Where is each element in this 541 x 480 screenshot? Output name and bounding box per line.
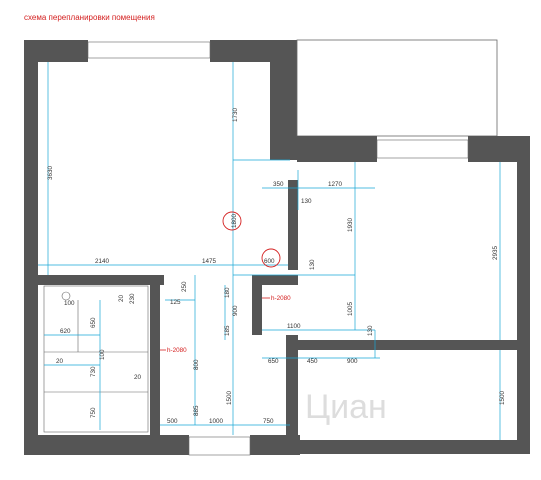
dim-650-bath: 650 (90, 317, 97, 328)
wall-partition-1 (288, 180, 298, 270)
dim-185: 185 (224, 325, 231, 336)
dim-180: 180 (224, 287, 231, 298)
dim-1930: 1930 (347, 217, 354, 232)
highlight-circle-600 (261, 248, 281, 268)
plan-title: схема перепланировки помещения (24, 13, 155, 22)
dim-1005: 1005 (347, 301, 354, 316)
wall-bath-top (24, 275, 164, 285)
dimension-lines (38, 62, 501, 440)
dim-1800: 1800 (231, 213, 238, 228)
wall-top-left (24, 40, 88, 62)
dim-750-bottom: 750 (263, 418, 274, 425)
wall-partition-5 (298, 340, 518, 350)
wall-top-right-a (297, 136, 377, 162)
dimension-labels: 3630 1730 1800 350 1270 130 1930 2935 21… (47, 107, 506, 425)
wall-partition-3 (252, 285, 262, 335)
wall-bottom-right (300, 440, 530, 454)
dim-2935: 2935 (492, 245, 499, 260)
dim-130-top: 130 (301, 198, 312, 205)
wall-right (517, 136, 530, 454)
wall-partition-2 (252, 275, 298, 285)
window-right-room (376, 139, 469, 159)
entrance-door (188, 436, 251, 456)
height-label-bathroom: h-2080 (167, 347, 187, 354)
wall-bath-right (150, 285, 160, 435)
dim-1500-room: 1500 (499, 390, 506, 405)
dim-100-b: 100 (99, 349, 106, 360)
dim-130-mid: 130 (309, 259, 316, 270)
wall-bottom-left (24, 435, 189, 455)
wall-left (24, 40, 38, 455)
dim-900-vertical: 900 (232, 305, 239, 316)
dim-450: 450 (307, 358, 318, 365)
dim-800: 800 (193, 359, 200, 370)
dim-885: 885 (193, 405, 200, 416)
height-label-corridor: h-2080 (271, 295, 291, 302)
watermark: Циан (305, 388, 387, 426)
window-left-room (87, 41, 211, 59)
dim-1500-corridor: 1500 (226, 390, 233, 405)
dim-250: 250 (181, 281, 188, 292)
dim-20-c: 20 (134, 374, 142, 381)
dim-620: 620 (60, 328, 71, 335)
dim-230: 230 (129, 293, 136, 304)
dim-2140: 2140 (95, 258, 110, 265)
dim-1000: 1000 (209, 418, 224, 425)
dim-20-b: 20 (56, 358, 64, 365)
dim-1730: 1730 (232, 107, 239, 122)
highlight-circle-1800 (222, 211, 242, 231)
balcony (296, 39, 498, 137)
dim-500: 500 (167, 418, 178, 425)
dim-650-corridor: 650 (268, 358, 279, 365)
height-annotations: h-2080 h-2080 (160, 295, 291, 354)
dim-100-a: 100 (64, 300, 75, 307)
wall-partition-4 (286, 335, 298, 435)
dim-20-a: 20 (118, 294, 125, 302)
dim-125: 125 (170, 299, 181, 306)
dim-900-horizontal: 900 (347, 358, 358, 365)
wall-bottom-mid (250, 435, 300, 455)
dim-350: 350 (273, 181, 284, 188)
walls (24, 39, 530, 456)
dim-730: 730 (90, 366, 97, 377)
bathroom-fixtures (43, 285, 149, 433)
dim-3630: 3630 (47, 165, 54, 180)
dim-1270: 1270 (328, 181, 343, 188)
dim-1475: 1475 (202, 258, 217, 265)
wall-pier (270, 40, 297, 160)
dim-130-low: 130 (367, 325, 374, 336)
dim-1100: 1100 (287, 323, 301, 330)
dim-600: 600 (264, 258, 275, 265)
dim-750-bath: 750 (90, 407, 97, 418)
